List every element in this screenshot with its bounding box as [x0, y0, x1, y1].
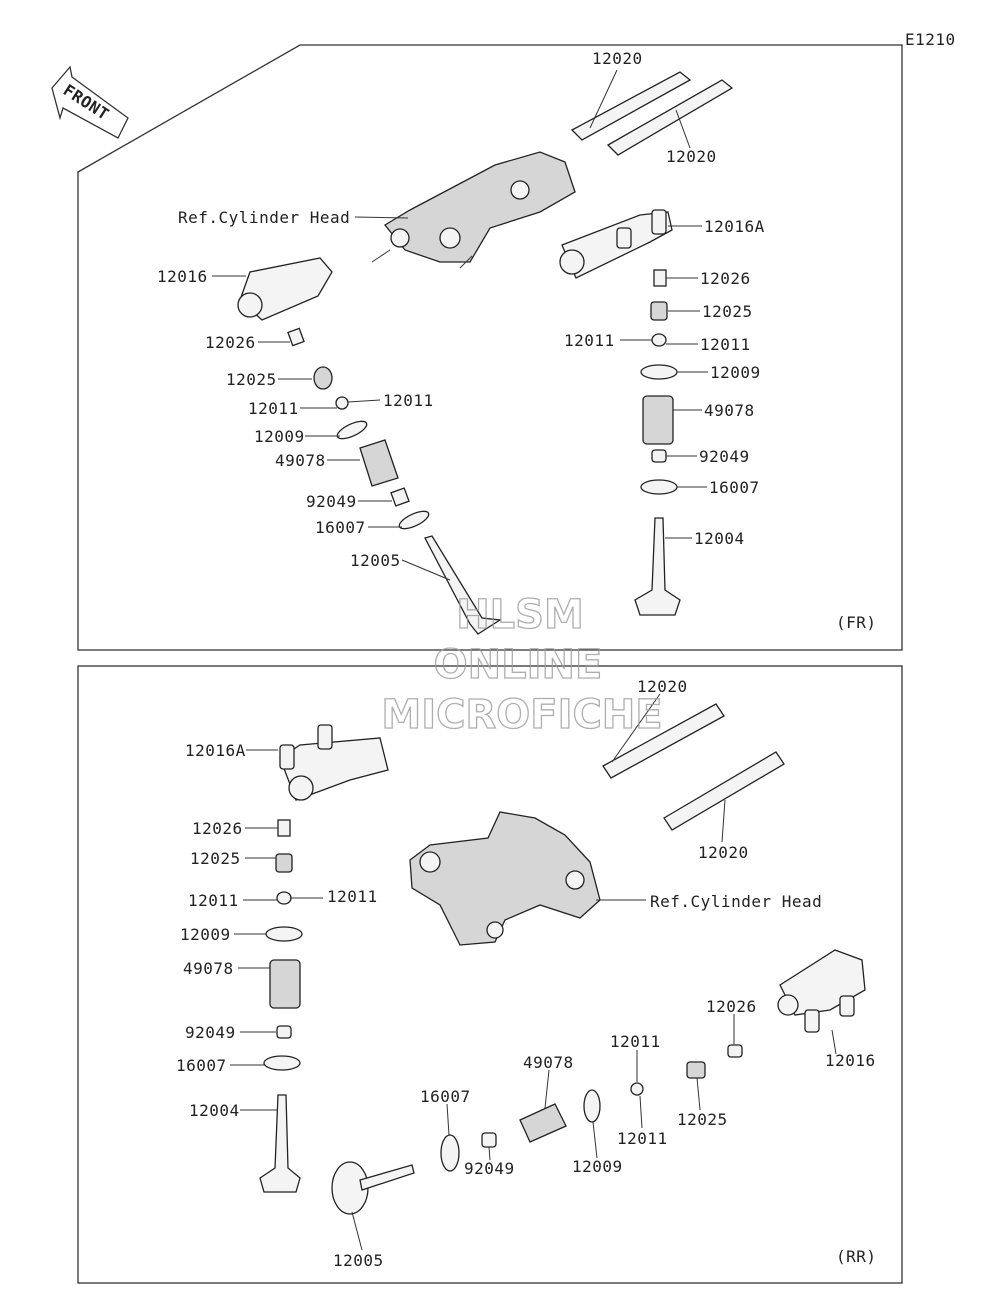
rocker-arm-part [237, 257, 333, 321]
label-12005: 12005 [333, 1251, 384, 1270]
bottom-panel-frame [77, 665, 903, 1284]
label-12011: 12011 [383, 391, 434, 410]
ref-cylinder-head-label: Ref.Cylinder Head [178, 208, 350, 227]
label-12004: 12004 [189, 1101, 240, 1120]
label-49078: 49078 [523, 1053, 574, 1072]
cylinder-head-part [371, 151, 576, 269]
valve-stack-left [287, 327, 502, 635]
label-92049: 92049 [306, 492, 357, 511]
label-92049: 92049 [699, 447, 750, 466]
ref-cylinder-head-label: Ref.Cylinder Head [650, 892, 822, 911]
label-12009: 12009 [710, 363, 761, 382]
valve-stack-right [634, 269, 681, 616]
label-12020: 12020 [637, 677, 688, 696]
label-12025: 12025 [702, 302, 753, 321]
section-label-fr: (FR) [836, 613, 877, 632]
top-panel-frame [77, 44, 903, 651]
label-16007: 16007 [315, 518, 366, 537]
diagram-code: E1210 [905, 30, 956, 49]
valve-stack-left [259, 819, 303, 1193]
label-12025: 12025 [677, 1110, 728, 1129]
label-16007: 16007 [176, 1056, 227, 1075]
label-92049: 92049 [464, 1159, 515, 1178]
label-12011: 12011 [564, 331, 615, 350]
cylinder-head-part [409, 811, 601, 946]
label-12020: 12020 [666, 147, 717, 166]
label-49078: 49078 [704, 401, 755, 420]
label-12004: 12004 [694, 529, 745, 548]
label-16007: 16007 [709, 478, 760, 497]
label-12020: 12020 [698, 843, 749, 862]
section-label-rr: (RR) [836, 1247, 877, 1266]
svg-text:HLSM: HLSM [456, 592, 584, 638]
rocker-shaft-part [602, 703, 785, 831]
label-12009: 12009 [180, 925, 231, 944]
label-92049: 92049 [185, 1023, 236, 1042]
label-12026: 12026 [700, 269, 751, 288]
label-12011: 12011 [188, 891, 239, 910]
label-12011: 12011 [610, 1032, 661, 1051]
rocker-arm-part [279, 724, 389, 801]
label-12016: 12016 [825, 1051, 876, 1070]
label-12025: 12025 [226, 370, 277, 389]
label-12011: 12011 [248, 399, 299, 418]
valve-stack-right [331, 1044, 743, 1215]
label-12011: 12011 [617, 1129, 668, 1148]
label-49078: 49078 [183, 959, 234, 978]
label-12016a: 12016A [185, 741, 246, 760]
svg-text:ONLINE: ONLINE [434, 642, 603, 688]
label-12026: 12026 [192, 819, 243, 838]
label-49078: 49078 [275, 451, 326, 470]
label-12011: 12011 [327, 887, 378, 906]
label-16007: 16007 [420, 1087, 471, 1106]
label-12026: 12026 [706, 997, 757, 1016]
front-arrow-icon: FRONT [51, 65, 129, 139]
rocker-arm-part [559, 209, 673, 279]
svg-text:MICROFICHE: MICROFICHE [381, 692, 662, 738]
label-12009: 12009 [572, 1157, 623, 1176]
bottom-panel: 12020 12020 Ref.Cylinder Head 12016A 120… [77, 665, 903, 1284]
label-12020: 12020 [592, 49, 643, 68]
top-leader-lines [212, 69, 708, 581]
rocker-shaft-part [570, 71, 734, 156]
label-12011: 12011 [700, 335, 751, 354]
rocker-arm-part [777, 949, 866, 1033]
watermark: HLSM ONLINE MICROFICHE [381, 591, 664, 738]
label-12009: 12009 [254, 427, 305, 446]
label-12005: 12005 [350, 551, 401, 570]
top-panel: 12020 12020 Ref.Cylinder Head 12016 1201… [77, 44, 903, 651]
bottom-leader-lines [230, 693, 837, 1251]
label-12016: 12016 [157, 267, 208, 286]
label-12016a: 12016A [704, 217, 765, 236]
label-12025: 12025 [190, 849, 241, 868]
label-12026: 12026 [205, 333, 256, 352]
